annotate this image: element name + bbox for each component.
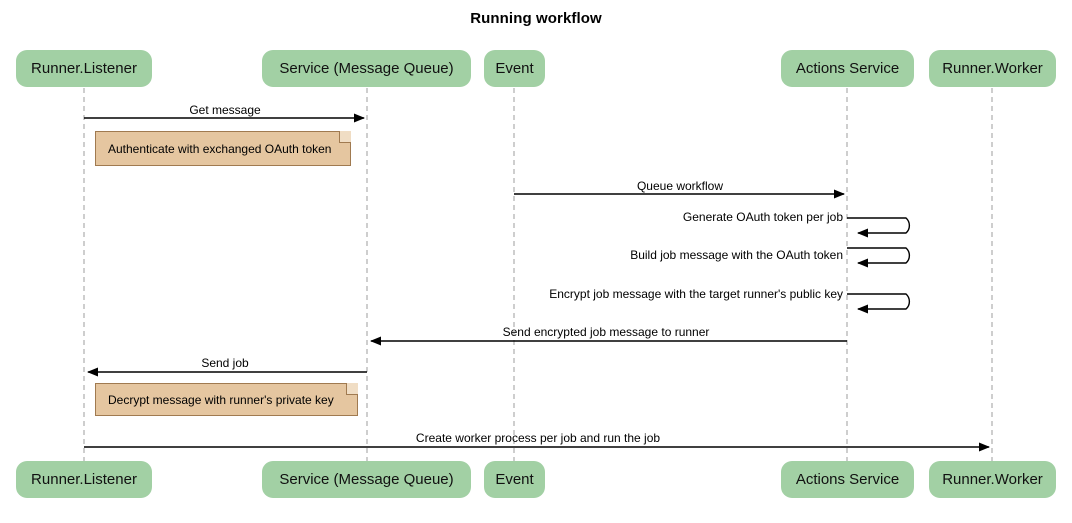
- note-label: Decrypt message with runner's private ke…: [108, 392, 334, 407]
- message-label-encrypt-job-message-with-the-target-runners-public-key: Encrypt job message with the target runn…: [549, 287, 843, 301]
- actor-label: Service (Message Queue): [279, 60, 454, 77]
- actor-runner-worker-top[interactable]: Runner.Worker: [929, 50, 1056, 87]
- message-label-queue-workflow: Queue workflow: [636, 179, 724, 193]
- actor-label: Runner.Listener: [31, 471, 137, 488]
- actor-event-top[interactable]: Event: [484, 50, 545, 87]
- message-label-create-worker-process-per-job-and-run-the-job: Create worker process per job and run th…: [415, 431, 661, 445]
- message-label-generate-oauth-token-per-job: Generate OAuth token per job: [682, 210, 843, 224]
- message-label-send-encrypted-job-message-to-runner: Send encrypted job message to runner: [502, 325, 710, 339]
- actor-label: Event: [495, 471, 534, 488]
- actor-runner-listener-bottom[interactable]: Runner.Listener: [16, 461, 152, 498]
- actor-actions-service-bottom[interactable]: Actions Service: [781, 461, 914, 498]
- actor-label: Service (Message Queue): [279, 471, 454, 488]
- message-line-encrypt-job-message-with-the-target-runners-public-key: [847, 293, 911, 314]
- message-line-build-job-message-with-the-oauth-token: [847, 247, 911, 268]
- note-label: Authenticate with exchanged OAuth token: [108, 141, 332, 156]
- actor-label: Event: [495, 60, 534, 77]
- actor-label: Runner.Worker: [942, 60, 1043, 77]
- actor-label: Actions Service: [795, 471, 900, 488]
- actor-label: Runner.Listener: [31, 60, 137, 77]
- actor-label: Actions Service: [795, 60, 900, 77]
- page-title: Running workflow: [470, 10, 602, 27]
- message-label-get-message: Get message: [189, 103, 261, 117]
- actor-event-bottom[interactable]: Event: [484, 461, 545, 498]
- actor-runner-worker-bottom[interactable]: Runner.Worker: [929, 461, 1056, 498]
- note-fold-icon: [339, 131, 351, 143]
- message-line-generate-oauth-token-per-job: [847, 217, 911, 238]
- actor-actions-service-top[interactable]: Actions Service: [781, 50, 914, 87]
- note-decrypt-note: Decrypt message with runner's private ke…: [95, 383, 358, 416]
- message-label-build-job-message-with-the-oauth-token: Build job message with the OAuth token: [630, 248, 843, 262]
- note-authenticate-note: Authenticate with exchanged OAuth token: [95, 131, 351, 166]
- actor-label: Runner.Worker: [942, 471, 1043, 488]
- note-fold-icon: [346, 383, 358, 395]
- message-label-send-job: Send job: [201, 356, 249, 370]
- actor-service-message-queue-bottom[interactable]: Service (Message Queue): [262, 461, 471, 498]
- actor-service-message-queue-top[interactable]: Service (Message Queue): [262, 50, 471, 87]
- lifelines: [83, 88, 993, 461]
- actor-runner-listener-top[interactable]: Runner.Listener: [16, 50, 152, 87]
